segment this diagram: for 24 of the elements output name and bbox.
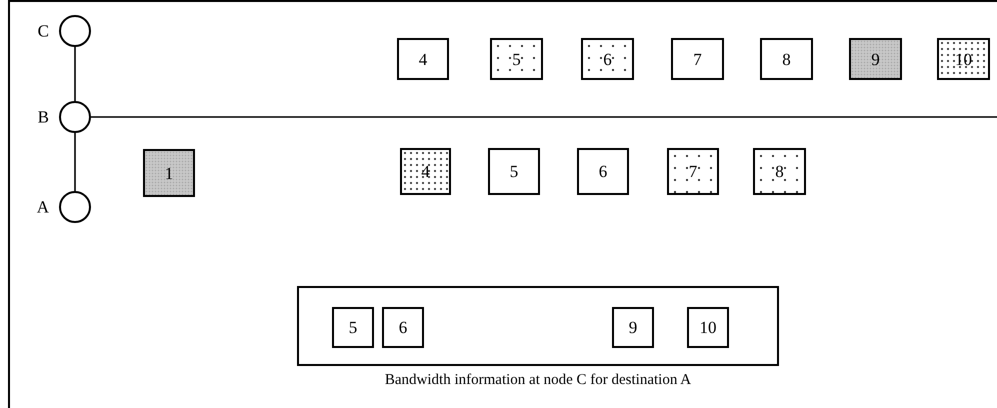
packet-box: 6: [581, 38, 634, 80]
node-label: B: [38, 108, 49, 126]
packet-box: 10: [687, 307, 729, 348]
frame-caption: Bandwidth information at node C for destination A: [384, 373, 692, 388]
packet-box: 9: [612, 307, 654, 348]
packet-box: 10: [937, 38, 990, 80]
packet-box: 9: [849, 38, 902, 80]
packet-box: 8: [760, 38, 813, 80]
packet-box: 7: [671, 38, 724, 80]
packet-box: 4: [397, 38, 449, 80]
packet-box: 6: [577, 148, 629, 195]
link-line: [74, 133, 76, 191]
packet-box: 6: [382, 307, 424, 348]
packet-box: 7: [667, 148, 719, 195]
packet-box: 1: [143, 149, 195, 197]
packet-box: 5: [488, 148, 540, 195]
link-line: [91, 116, 997, 118]
node-label: A: [36, 198, 49, 216]
link-line: [74, 47, 76, 101]
packet-box: 8: [753, 148, 806, 195]
packet-box: 5: [490, 38, 543, 80]
packet-box: 4: [400, 148, 451, 195]
node-label: C: [38, 22, 49, 40]
packet-box: 5: [332, 307, 374, 348]
